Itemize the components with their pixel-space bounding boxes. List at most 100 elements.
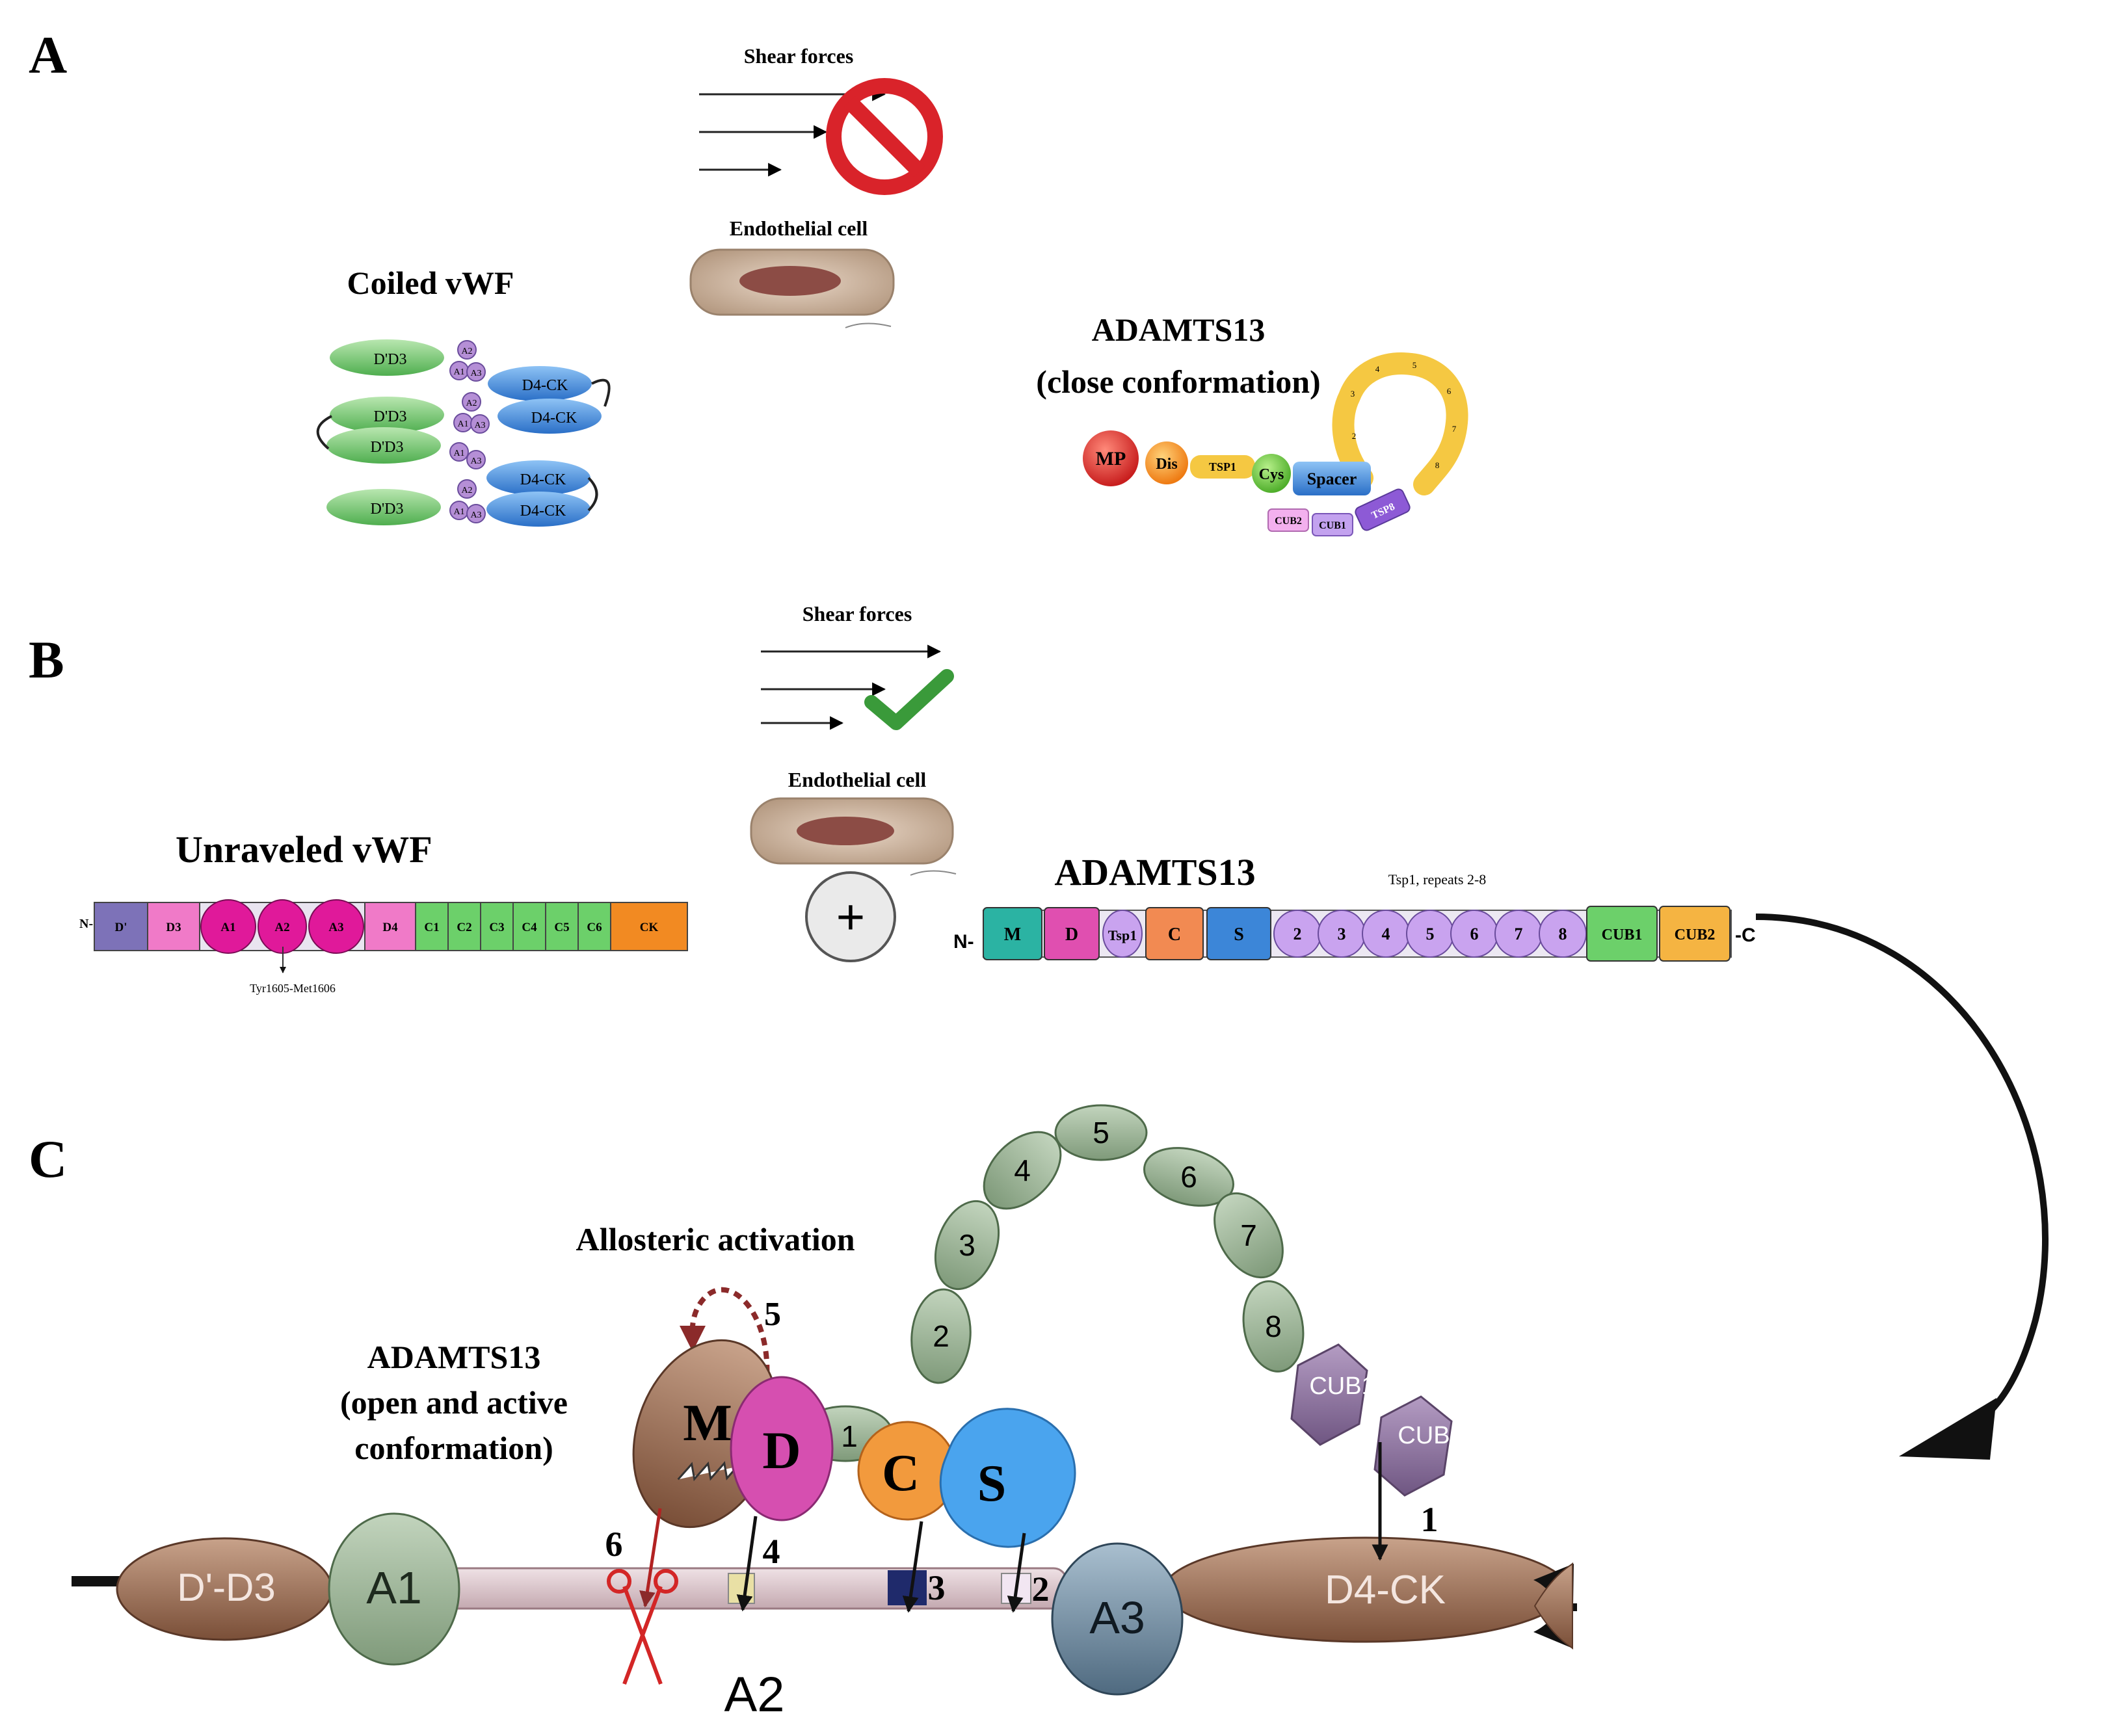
tsp-repeats-label: Tsp1, repeats 2-8 xyxy=(1388,871,1487,888)
domain-dd3 xyxy=(330,397,444,433)
panel-a-letter: A xyxy=(29,25,67,85)
svg-text:D4-CK: D4-CK xyxy=(1325,1568,1446,1612)
vwf-domain-label: D' xyxy=(115,921,127,934)
domain-a1 xyxy=(328,1512,460,1666)
vwf-domain-label: C3 xyxy=(489,921,504,934)
svg-text:D4-CK: D4-CK xyxy=(520,503,566,519)
adamts-domain-label: C xyxy=(1168,925,1181,945)
svg-text:A1: A1 xyxy=(453,367,464,377)
svg-text:1: 1 xyxy=(841,1419,858,1453)
svg-text:A1: A1 xyxy=(366,1562,422,1613)
svg-text:A3: A3 xyxy=(470,510,481,520)
adamts13-c-terminus: -C xyxy=(1735,925,1756,946)
step-2: 2 xyxy=(1032,1570,1050,1609)
vwf-domain-label: A2 xyxy=(274,921,289,934)
svg-text:D'D3: D'D3 xyxy=(374,408,407,425)
adamts-domain-c xyxy=(1145,907,1204,960)
svg-text:6: 6 xyxy=(1180,1160,1197,1194)
svg-text:D'-D3: D'-D3 xyxy=(177,1566,275,1609)
vwf-domain-a1 xyxy=(200,899,256,954)
svg-text:A3: A3 xyxy=(470,456,481,466)
vwf-domain-ck xyxy=(610,902,688,951)
allosteric-activation-label: Allosteric activation xyxy=(576,1221,855,1257)
vwf-domain-label: CK xyxy=(640,921,659,934)
vwf-domain-c5 xyxy=(545,902,579,951)
adamts-domain-cub1 xyxy=(1586,906,1658,962)
endothelial-cell-label-b: Endothelial cell xyxy=(788,768,927,791)
svg-text:S: S xyxy=(977,1455,1007,1512)
domain-dis xyxy=(1145,441,1188,484)
svg-text:A2: A2 xyxy=(461,486,472,495)
vwf-a-domain-chain: D'-D3 A1 A2 D4-CK A3 xyxy=(72,1512,1577,1722)
svg-text:D'D3: D'D3 xyxy=(371,501,404,518)
domain-a1 xyxy=(449,442,469,462)
endothelial-cell-icon xyxy=(750,797,957,876)
shear-forces-label-a: Shear forces xyxy=(744,44,854,68)
svg-text:D4-CK: D4-CK xyxy=(520,471,566,488)
arrow-step-3 xyxy=(902,1521,923,1613)
domain-d4ck xyxy=(497,399,602,434)
tsp-repeat-2 xyxy=(910,1288,972,1384)
allosteric-arrow xyxy=(679,1287,770,1387)
domain-a3 xyxy=(466,450,486,469)
svg-text:4: 4 xyxy=(1382,925,1390,943)
vwf-domain-label: C2 xyxy=(457,921,471,934)
svg-text:Dis: Dis xyxy=(1156,456,1177,473)
svg-text:A1: A1 xyxy=(453,507,464,517)
check-icon xyxy=(864,669,954,730)
svg-text:D4-CK: D4-CK xyxy=(531,410,577,427)
svg-text:M: M xyxy=(683,1395,732,1452)
vwf-domain-c6 xyxy=(577,902,611,951)
site-exosite-3 xyxy=(888,1570,927,1605)
panel-c-letter: C xyxy=(29,1129,67,1189)
adamts-domain-m xyxy=(983,907,1042,960)
svg-text:CUB2: CUB2 xyxy=(1675,927,1716,943)
svg-text:2: 2 xyxy=(933,1319,949,1353)
svg-text:A3: A3 xyxy=(1089,1592,1145,1643)
domain-spacer xyxy=(1293,462,1371,495)
svg-text:A1: A1 xyxy=(453,449,464,458)
svg-text:8: 8 xyxy=(1435,460,1440,470)
adamts-domain-s xyxy=(1206,907,1271,960)
domain-a3 xyxy=(466,362,486,382)
tsp-repeat-6 xyxy=(1143,1147,1234,1207)
svg-text:CUB2: CUB2 xyxy=(1398,1422,1463,1449)
domain-a3 xyxy=(1051,1542,1184,1696)
plus-sign: + xyxy=(836,889,865,945)
domain-s xyxy=(939,1408,1076,1548)
tsp-repeat-4 xyxy=(983,1131,1062,1210)
svg-text:C: C xyxy=(882,1445,920,1502)
svg-text:2: 2 xyxy=(1352,431,1357,441)
domain-dd3 xyxy=(326,489,441,525)
tsp-repeat-5 xyxy=(1054,1104,1148,1161)
scissors-icon xyxy=(607,1569,678,1685)
adamts-domain-label: D xyxy=(1065,925,1078,945)
adamts13-open-title-2: (open and active xyxy=(340,1384,568,1421)
step-6: 6 xyxy=(605,1525,623,1564)
plus-icon xyxy=(805,871,896,962)
domain-mp xyxy=(1083,430,1139,486)
svg-text:A1: A1 xyxy=(457,419,468,429)
adamts-domain-cub2 xyxy=(1659,906,1731,962)
coiled-vwf-diagram: D'D3 A2 A1 A3 D4-CK D'D3 A2 A1 A3 D4-CK … xyxy=(316,339,611,527)
vwf-domain-d3 xyxy=(147,902,200,951)
svg-text:CUB1: CUB1 xyxy=(1602,927,1643,943)
domain-a3 xyxy=(466,504,486,523)
vwf-domain-label: A3 xyxy=(328,921,343,934)
vwf-domain-label: D3 xyxy=(166,921,181,934)
svg-text:4: 4 xyxy=(1375,364,1380,374)
svg-text:A2: A2 xyxy=(461,347,472,356)
step-5: 5 xyxy=(764,1296,781,1333)
adamts-domain-tsp1 xyxy=(1102,910,1143,958)
svg-text:6: 6 xyxy=(1447,386,1452,396)
shear-forces-label-b: Shear forces xyxy=(802,602,912,625)
svg-text:4: 4 xyxy=(1014,1153,1031,1187)
svg-text:MP: MP xyxy=(1096,448,1126,469)
cleavage-site-label: Tyr1605-Met1606 xyxy=(250,982,336,995)
domain-cys xyxy=(1252,454,1291,493)
site-exosite-4 xyxy=(728,1573,755,1604)
